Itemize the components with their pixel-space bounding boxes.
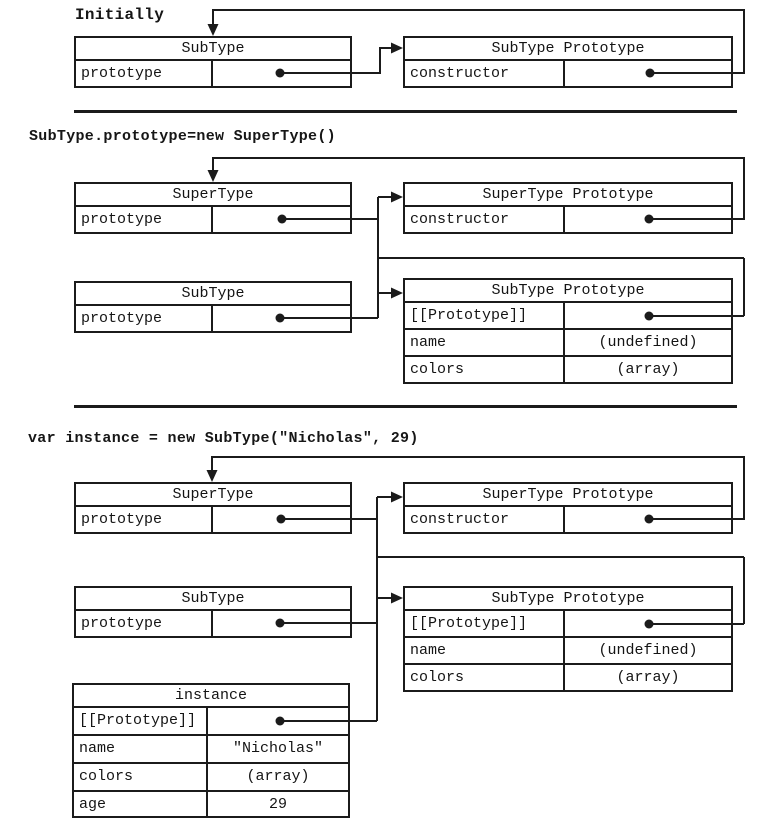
property-value: (array) [616,669,680,686]
box-title: SuperType [76,484,350,507]
s1-subtype-prototype-box: SubType Prototype constructor [403,36,733,88]
property-row: constructor [405,61,731,86]
pointer-cell [565,207,731,232]
property-key: constructor [405,507,565,532]
property-key: name [405,638,565,663]
property-key: [[Prototype]] [405,303,565,328]
pointer-cell [565,611,731,636]
s2-subtype-prototype-box: SubType Prototype [[Prototype]] name (un… [403,278,733,384]
property-row: constructor [405,507,731,532]
box-title: SuperType Prototype [405,184,731,207]
property-row: name "Nicholas" [74,736,348,764]
s2-subtype-box: SubType prototype [74,281,352,333]
pointer-cell [565,61,731,86]
box-title: SubType [76,588,350,611]
section-label-new-instance: var instance = new SubType("Nicholas", 2… [28,430,419,447]
property-value: (array) [246,768,310,785]
s3-subtype-prototype-box: SubType Prototype [[Prototype]] name (un… [403,586,733,692]
property-row: colors (array) [405,665,731,690]
box-title: SubType [76,283,350,306]
box-title: SubType Prototype [405,280,731,303]
s3-subtype-box: SubType prototype [74,586,352,638]
box-title: SubType Prototype [405,38,731,61]
pointer-cell [213,61,350,86]
pointer-cell [208,708,348,734]
property-value: (undefined) [598,334,698,351]
box-title: SuperType Prototype [405,484,731,507]
property-row: name (undefined) [405,638,731,665]
property-row: colors (array) [405,357,731,382]
property-key: prototype [76,61,213,86]
property-key: name [405,330,565,355]
property-key: prototype [76,611,213,636]
property-row: prototype [76,306,350,331]
property-key: [[Prototype]] [74,708,208,734]
box-title: SubType [76,38,350,61]
property-value: (undefined) [598,642,698,659]
pointer-cell [213,611,350,636]
property-key: prototype [76,507,213,532]
property-row: name (undefined) [405,330,731,357]
property-key: prototype [76,306,213,331]
box-title: SubType Prototype [405,588,731,611]
property-row: [[Prototype]] [405,303,731,330]
property-row: [[Prototype]] [405,611,731,638]
s3-instance-box: instance [[Prototype]] name "Nicholas" c… [72,683,350,818]
box-title: instance [74,685,348,708]
pointer-cell [213,306,350,331]
property-row: [[Prototype]] [74,708,348,736]
section-divider [74,110,737,113]
property-value: 29 [268,796,287,813]
property-key: [[Prototype]] [405,611,565,636]
property-key: constructor [405,207,565,232]
s3-supertype-box: SuperType prototype [74,482,352,534]
property-row: prototype [76,507,350,532]
property-value: "Nicholas" [232,740,323,757]
property-row: prototype [76,61,350,86]
property-key: colors [405,357,565,382]
property-key: name [74,736,208,762]
s3-supertype-prototype-box: SuperType Prototype constructor [403,482,733,534]
property-key: colors [405,665,565,690]
s2-supertype-prototype-box: SuperType Prototype constructor [403,182,733,234]
property-key: constructor [405,61,565,86]
pointer-cell [565,507,731,532]
property-value: (array) [616,361,680,378]
property-row: prototype [76,207,350,232]
property-row: age 29 [74,792,348,818]
property-key: prototype [76,207,213,232]
section-label-initially: Initially [75,6,165,24]
property-row: prototype [76,611,350,636]
property-row: constructor [405,207,731,232]
section-divider [74,405,737,408]
box-title: SuperType [76,184,350,207]
property-row: colors (array) [74,764,348,792]
pointer-cell [213,507,350,532]
pointer-cell [565,303,731,328]
s2-supertype-box: SuperType prototype [74,182,352,234]
s1-subtype-box: SubType prototype [74,36,352,88]
property-key: colors [74,764,208,790]
pointer-cell [213,207,350,232]
section-label-assign-prototype: SubType.prototype=new SuperType() [29,128,336,145]
property-key: age [74,792,208,818]
